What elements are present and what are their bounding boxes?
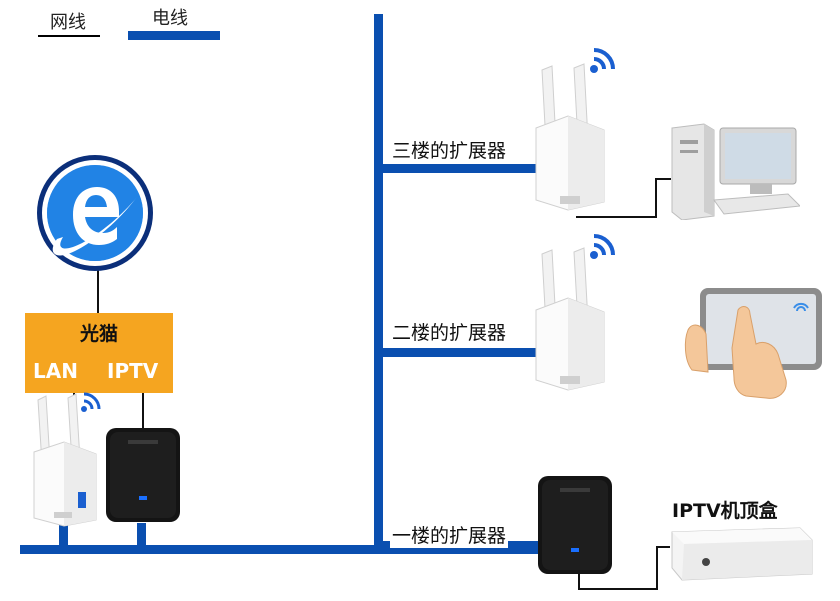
hand-icon [684,306,787,399]
wifi-icon [81,392,101,412]
legend-power-line-label: 电线 [152,8,188,29]
cable-adapter-to-iptv-v [578,572,580,590]
cable-iptv-to-adapter [142,393,144,429]
wifi-icon [590,48,615,73]
legend-network-cable-line [38,35,100,37]
cable-extender-to-pc-v [655,178,657,218]
cable-adapter-to-iptv-h2 [656,546,670,548]
floor-label-first: 一楼的扩展器 [390,521,509,548]
iptv-box-label: IPTV机顶盒 [672,500,778,522]
wifi-extender-third-floor [535,63,605,211]
floor-label-third: 三楼的扩展器 [390,136,509,163]
legend-network-cable-label: 网线 [50,12,86,33]
wifi-extender-second-floor [535,247,605,391]
desktop-computer-icon [671,123,800,220]
power-drop-wifi-extender [59,523,68,549]
power-branch-second-floor [383,348,541,357]
cable-adapter-to-iptv-v2 [656,546,658,590]
internet-explorer-icon [37,155,153,271]
powerline-adapter-first-floor [538,476,612,574]
cable-adapter-to-iptv-h [578,588,658,590]
powerline-adapter-main [106,428,180,522]
modem-port-iptv: IPTV [107,359,159,383]
cable-internet-to-modem [97,268,99,314]
modem-title: 光猫 [79,323,118,345]
cable-extender-to-pc-h2 [655,178,671,180]
cable-extender-to-pc-h [576,216,656,218]
wifi-extender-first-floor [33,393,97,527]
power-line-vertical [374,14,383,554]
power-branch-third-floor [383,164,541,173]
wifi-icon [590,234,615,259]
power-line-horizontal [20,545,542,554]
power-drop-plc-adapter [137,523,146,549]
legend-power-line-swatch [128,31,220,40]
optical-modem: 光猫 LAN IPTV [25,313,173,393]
modem-port-lan: LAN [33,359,78,383]
iptv-set-top-box [671,527,813,581]
floor-label-second: 二楼的扩展器 [390,318,509,345]
